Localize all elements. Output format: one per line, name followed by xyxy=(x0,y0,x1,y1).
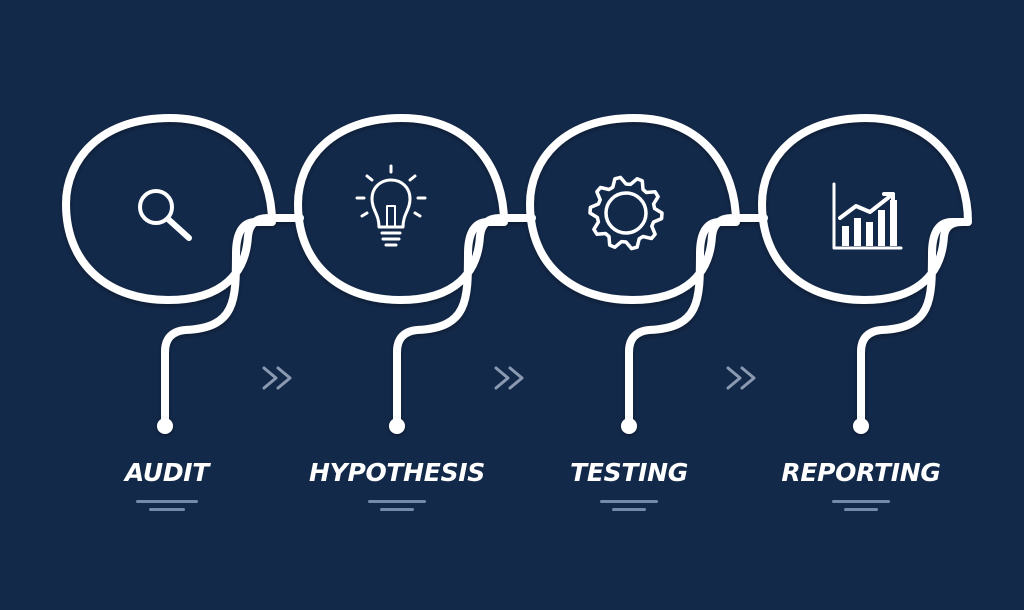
step-1-title: AUDIT xyxy=(124,458,210,487)
gear-icon xyxy=(588,175,664,251)
step-4-caption xyxy=(751,500,971,511)
lightbulb-icon xyxy=(355,164,427,247)
step-3-caption xyxy=(519,500,739,511)
chevron-double-right-icon xyxy=(494,366,524,390)
step-2-caption xyxy=(287,500,507,511)
gear-hub xyxy=(604,191,648,235)
magnifier-icon xyxy=(138,189,192,241)
step-3-loop xyxy=(526,114,768,424)
step-4-end-dot xyxy=(853,418,869,434)
step-3-end-dot xyxy=(621,418,637,434)
step-2-title: HYPOTHESIS xyxy=(309,458,485,487)
step-1-end-dot xyxy=(157,418,173,434)
gear-outline xyxy=(588,175,664,251)
step-1-caption xyxy=(57,500,277,511)
step-3-title: TESTING xyxy=(570,458,688,487)
step-2-loop xyxy=(294,114,536,424)
flow-line xyxy=(62,114,972,424)
step-4-title: REPORTING xyxy=(781,458,941,487)
step-1-loop xyxy=(62,114,304,424)
chevron-double-right-icon xyxy=(726,366,756,390)
step-4-loop xyxy=(758,114,972,424)
step-2-end-dot xyxy=(389,418,405,434)
chevron-double-right-icon xyxy=(262,366,292,390)
bar-chart-icon xyxy=(832,182,903,250)
